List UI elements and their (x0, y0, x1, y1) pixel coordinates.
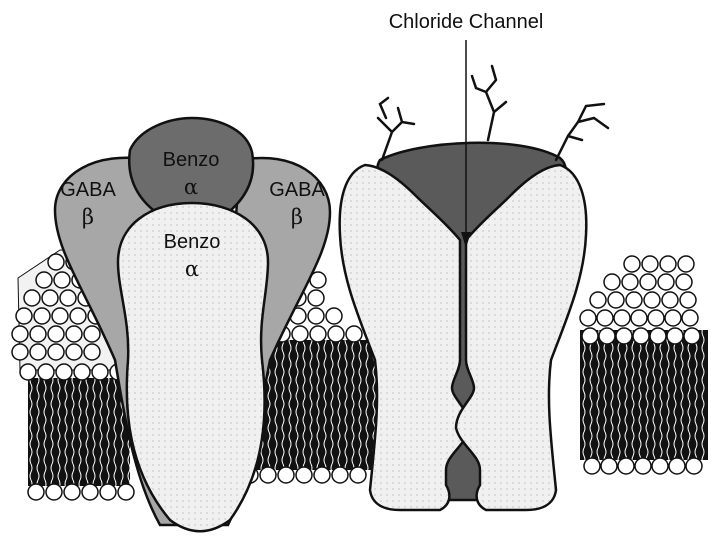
lipid-head (42, 290, 58, 306)
lipid-head (74, 364, 90, 380)
lipid-head (70, 308, 86, 324)
lipid-head (652, 458, 668, 474)
lipid-head (292, 326, 308, 342)
lipid-head (84, 326, 100, 342)
membrane-tails-left (28, 378, 130, 486)
lipid-head (92, 364, 108, 380)
lipid-head (60, 290, 76, 306)
lipid-head (635, 458, 651, 474)
lipid-head (28, 484, 44, 500)
lipid-head (308, 308, 324, 324)
lipid-head (580, 310, 596, 326)
lipid-head (633, 328, 649, 344)
lipid-head (84, 344, 100, 360)
lipid-head (682, 310, 698, 326)
lipid-head (46, 484, 62, 500)
lipid-head (644, 292, 660, 308)
lipid-head (350, 467, 366, 483)
lipid-head (260, 467, 276, 483)
lipid-head (30, 326, 46, 342)
lipid-head (680, 292, 696, 308)
lipid-head (678, 256, 694, 272)
label-alpha-back: α (184, 175, 198, 199)
lipid-head (590, 292, 606, 308)
lipid-head (582, 328, 598, 344)
lipid-bilayer-right (580, 256, 708, 474)
label-chloride-channel: Chloride Channel (389, 11, 544, 33)
lipid-head (82, 484, 98, 500)
lipid-head (52, 308, 68, 324)
lipid-head (48, 254, 64, 270)
lipid-head (669, 458, 685, 474)
lipid-head (642, 256, 658, 272)
lipid-head (626, 292, 642, 308)
lipid-head (66, 326, 82, 342)
lipid-head (12, 326, 28, 342)
lipid-head (608, 292, 624, 308)
lipid-head (650, 328, 666, 344)
lipid-head (310, 326, 326, 342)
lipid-head (48, 326, 64, 342)
lipid-head (667, 328, 683, 344)
lipid-head (631, 310, 647, 326)
lipid-head (34, 308, 50, 324)
lipid-heads-bottom-left (28, 484, 134, 500)
label-gaba-right: GABA (269, 179, 325, 201)
label-benzo-front: Benzo (164, 231, 221, 253)
lipid-head (66, 344, 82, 360)
lipid-head (54, 272, 70, 288)
lipid-head (584, 458, 600, 474)
glycan-chain-right (556, 104, 608, 160)
lipid-head (648, 310, 664, 326)
lipid-head (622, 274, 638, 290)
lipid-head (16, 308, 32, 324)
lipid-head (618, 458, 634, 474)
lipid-head (118, 484, 134, 500)
lipid-head (658, 274, 674, 290)
lipid-head (308, 290, 324, 306)
lipid-head (346, 326, 362, 342)
lipid-head (326, 308, 342, 324)
lipid-head (332, 467, 348, 483)
lipid-head (56, 364, 72, 380)
lipid-head (24, 290, 40, 306)
lipid-head (36, 272, 52, 288)
lipid-head (38, 364, 54, 380)
lipid-head (314, 467, 330, 483)
label-alpha-front: α (185, 257, 199, 281)
lipid-head (328, 326, 344, 342)
lipid-head (614, 310, 630, 326)
label-beta-right: β (291, 205, 303, 229)
lipid-head (686, 458, 702, 474)
lipid-head (660, 256, 676, 272)
lipid-head (30, 344, 46, 360)
lipid-head (604, 274, 620, 290)
lipid-head (100, 484, 116, 500)
membrane-tails-right (580, 330, 708, 460)
lipid-head (599, 328, 615, 344)
glycan-chain-middle (472, 66, 506, 140)
lipid-head (597, 310, 613, 326)
label-benzo-back: Benzo (163, 149, 220, 171)
lipid-head (616, 328, 632, 344)
lipid-head (64, 484, 80, 500)
lipid-head (662, 292, 678, 308)
lipid-head (684, 328, 700, 344)
lipid-head (296, 467, 312, 483)
lipid-head (278, 467, 294, 483)
lipid-head (601, 458, 617, 474)
lipid-head (624, 256, 640, 272)
lipid-head (665, 310, 681, 326)
lipid-head (48, 344, 64, 360)
lipid-head (20, 364, 36, 380)
lipid-head (12, 344, 28, 360)
receptor-cross-section: Chloride Channel (340, 11, 608, 510)
label-beta-left: β (82, 205, 94, 229)
lipid-head (676, 274, 692, 290)
lipid-head (640, 274, 656, 290)
label-gaba-left: GABA (60, 179, 116, 201)
